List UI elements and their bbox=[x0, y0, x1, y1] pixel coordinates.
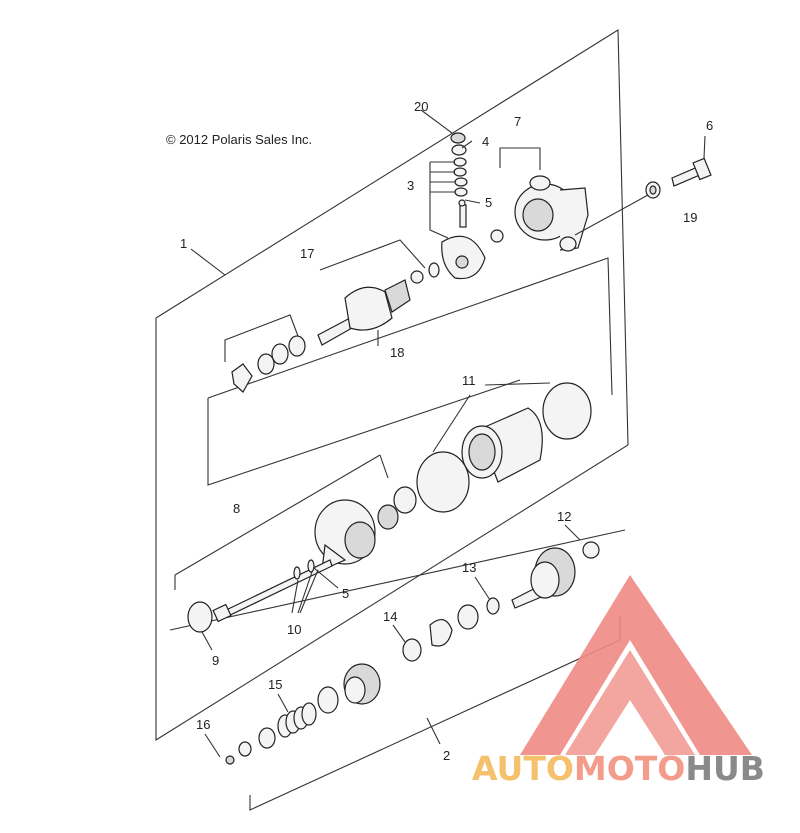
callout-3: 3 bbox=[407, 178, 414, 193]
callout-14: 14 bbox=[383, 609, 397, 624]
bracket-7 bbox=[499, 147, 541, 170]
clip-13 bbox=[486, 597, 500, 615]
housing-bracket-lower bbox=[207, 379, 521, 486]
pinion-gear-12 bbox=[511, 547, 576, 609]
callout-10: 10 bbox=[287, 622, 301, 637]
leader-19-line bbox=[574, 194, 649, 236]
brush-plate bbox=[441, 204, 504, 280]
bracket-8-top bbox=[174, 454, 381, 576]
motor-housing bbox=[461, 407, 543, 483]
callout-17: 17 bbox=[300, 246, 314, 261]
callout-18: 18 bbox=[390, 345, 404, 360]
armature-18 bbox=[317, 270, 424, 346]
washer-12 bbox=[582, 541, 600, 559]
assembly-outline-1 bbox=[155, 29, 629, 741]
drive-gear bbox=[343, 663, 381, 705]
nut-16 bbox=[225, 755, 235, 765]
drive-end-8 bbox=[314, 486, 417, 571]
callout-8: 8 bbox=[233, 501, 240, 516]
copyright-text: © 2012 Polaris Sales Inc. bbox=[166, 132, 312, 147]
callout-19: 19 bbox=[683, 210, 697, 225]
collar-halves bbox=[429, 619, 453, 647]
callout-2: 2 bbox=[443, 748, 450, 763]
end-cap-7 bbox=[514, 175, 589, 252]
bracket-17 bbox=[319, 239, 426, 271]
callout-16: 16 bbox=[196, 717, 210, 732]
watermark-brand-text: AUTOMOTOHUB bbox=[472, 749, 765, 788]
washer-17 bbox=[428, 262, 440, 278]
armature-washers bbox=[231, 335, 306, 393]
callout-9: 9 bbox=[212, 653, 219, 668]
callout-6: 6 bbox=[706, 118, 713, 133]
o-ring-11a bbox=[416, 451, 470, 513]
washer-13b bbox=[457, 604, 479, 630]
leader-6 bbox=[703, 135, 706, 159]
callout-5a: 5 bbox=[485, 195, 492, 210]
nut-washer-stack bbox=[450, 132, 468, 207]
callout-20: 20 bbox=[414, 99, 428, 114]
callout-7: 7 bbox=[514, 114, 521, 129]
callout-4: 4 bbox=[482, 134, 489, 149]
o-ring-11b bbox=[542, 382, 592, 440]
spring-15 bbox=[277, 702, 317, 738]
callout-12: 12 bbox=[557, 509, 571, 524]
callout-13: 13 bbox=[462, 560, 476, 575]
sleeve bbox=[317, 686, 339, 714]
bracket-3 bbox=[429, 162, 449, 239]
bolt-6 bbox=[671, 157, 712, 187]
callout-1: 1 bbox=[180, 236, 187, 251]
watermark-logo-icon bbox=[520, 575, 752, 755]
snap-ring-14 bbox=[402, 638, 422, 662]
housing-bracket bbox=[207, 257, 613, 399]
callout-11: 11 bbox=[462, 373, 476, 388]
bracket-8-right bbox=[379, 454, 389, 479]
washer-15b bbox=[258, 727, 276, 749]
callout-15: 15 bbox=[268, 677, 282, 692]
gasket-9 bbox=[187, 601, 213, 633]
washer-16b bbox=[238, 741, 252, 757]
divider-line bbox=[169, 529, 626, 631]
through-bolt-10 bbox=[212, 559, 333, 623]
bracket-armature-washers bbox=[224, 314, 299, 362]
callout-5b: 5 bbox=[342, 586, 349, 601]
